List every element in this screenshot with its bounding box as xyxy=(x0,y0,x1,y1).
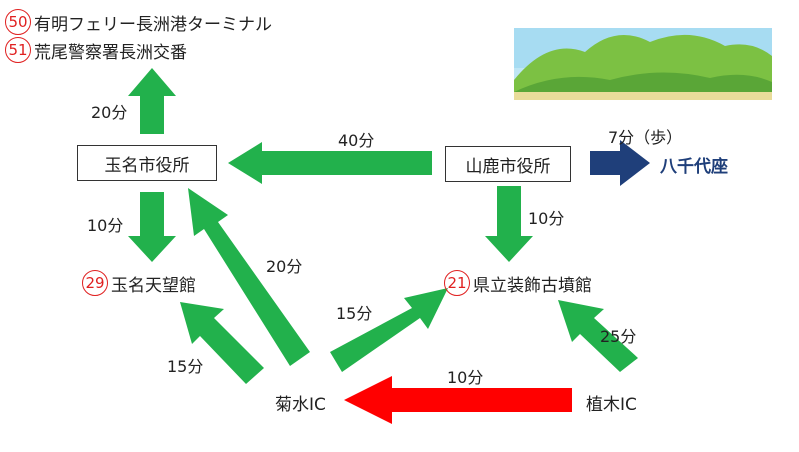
time-tamana-to-top: 20分 xyxy=(91,103,128,122)
arrow-kikusui-to-tenbokan xyxy=(180,302,264,384)
tamana-city-hall-label: 玉名市役所 xyxy=(104,155,190,176)
time-tamana-to-tenbokan: 10分 xyxy=(87,216,124,235)
tamana-tenbokan: 29 玉名天望館 xyxy=(82,270,196,296)
arrow-ueki-to-kofun xyxy=(558,300,638,372)
tamana-tenbokan-label: 玉名天望館 xyxy=(111,275,196,296)
time-yamaga-to-yachiyoza: 7分（歩） xyxy=(608,128,683,147)
number-badge: 50 xyxy=(5,9,31,35)
destination-label: 荒尾警察署長洲交番 xyxy=(34,42,187,63)
yamaga-city-hall-label: 山鹿市役所 xyxy=(465,156,551,177)
number-badge: 51 xyxy=(5,37,31,63)
mountain-illustration xyxy=(514,28,772,100)
destination-51: 51 荒尾警察署長洲交番 xyxy=(5,37,187,63)
kikusui-ic-label: 菊水IC xyxy=(275,395,326,415)
ueki-ic-label: 植木IC xyxy=(586,395,637,415)
time-ueki-to-kikusui: 10分 xyxy=(447,368,484,387)
time-ueki-to-kofun: 25分 xyxy=(600,327,637,346)
destination-50: 50 有明フェリー長洲港ターミナル xyxy=(5,9,272,35)
time-yamaga-to-tamana: 40分 xyxy=(338,131,375,150)
kofun-kan: 21 県立装飾古墳館 xyxy=(444,270,592,296)
arrow-yamaga-to-tamana xyxy=(228,142,432,184)
tamana-city-hall-box: 玉名市役所 xyxy=(77,145,217,181)
time-kikusui-to-kofun: 15分 xyxy=(336,304,373,323)
arrow-tamana-to-top xyxy=(128,68,176,134)
arrow-yamaga-to-kofun xyxy=(485,186,533,262)
yamaga-city-hall-box: 山鹿市役所 xyxy=(445,146,571,182)
kofun-kan-label: 県立装飾古墳館 xyxy=(473,275,592,296)
time-kikusui-to-tenbokan: 15分 xyxy=(167,357,204,376)
arrow-kikusui-to-kofun xyxy=(330,288,448,372)
yachiyoza-label: 八千代座 xyxy=(660,157,728,177)
arrow-tamana-to-tenbokan xyxy=(128,192,176,262)
destination-label: 有明フェリー長洲港ターミナル xyxy=(34,14,272,35)
number-badge: 21 xyxy=(444,270,470,296)
arrow-yamaga-to-yachiyoza xyxy=(590,140,650,186)
arrow-kikusui-to-tamana xyxy=(188,188,310,366)
arrow-ueki-to-kikusui xyxy=(344,376,572,424)
time-yamaga-to-kofun: 10分 xyxy=(528,209,565,228)
number-badge: 29 xyxy=(82,270,108,296)
time-kikusui-to-tamana: 20分 xyxy=(266,257,303,276)
